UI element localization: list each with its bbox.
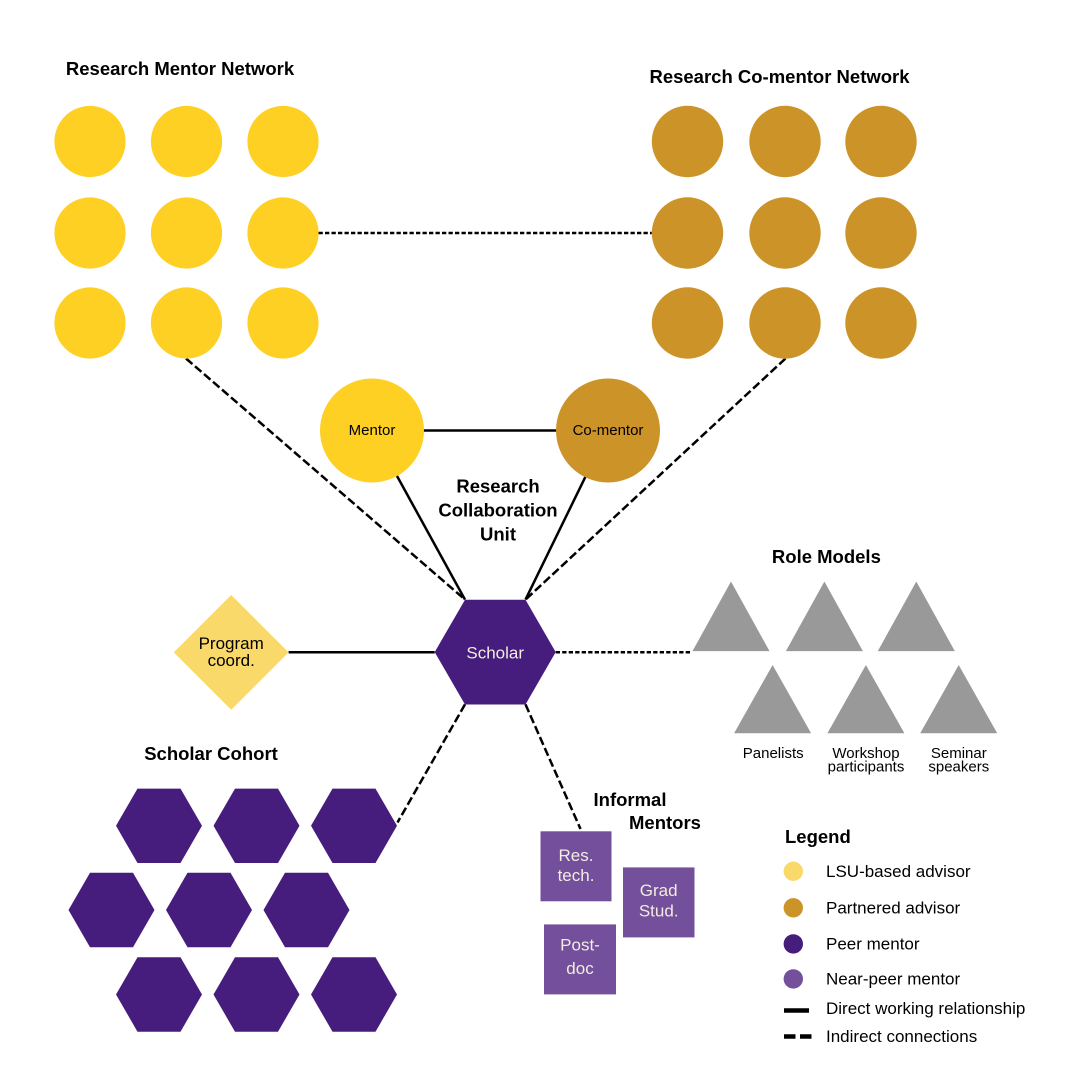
svg-text:speakers: speakers [928, 759, 989, 776]
svg-text:coord.: coord. [208, 651, 255, 670]
svg-text:Peer mentor: Peer mentor [826, 934, 920, 953]
svg-text:Collaboration: Collaboration [438, 500, 557, 521]
svg-text:Mentor: Mentor [349, 422, 396, 439]
svg-text:Near-peer mentor: Near-peer mentor [826, 969, 961, 988]
svg-text:Informal: Informal [594, 789, 667, 810]
svg-text:Co-mentor: Co-mentor [573, 422, 644, 439]
svg-text:Direct working relationship: Direct working relationship [826, 999, 1025, 1018]
svg-text:Research Co-mentor Network: Research Co-mentor Network [649, 66, 910, 87]
svg-text:Res.: Res. [559, 846, 594, 865]
svg-text:Mentors: Mentors [629, 812, 701, 833]
svg-text:Research: Research [456, 476, 539, 497]
svg-text:Scholar: Scholar [466, 644, 524, 663]
svg-text:Program: Program [199, 634, 264, 653]
svg-text:Research Mentor Network: Research Mentor Network [66, 58, 295, 79]
svg-text:Panelists: Panelists [743, 745, 804, 762]
svg-text:Partnered advisor: Partnered advisor [826, 898, 961, 917]
svg-text:tech.: tech. [558, 866, 595, 885]
svg-text:Grad: Grad [640, 881, 678, 900]
svg-text:doc: doc [566, 959, 594, 978]
svg-text:Stud.: Stud. [639, 901, 679, 920]
svg-text:LSU-based advisor: LSU-based advisor [826, 862, 971, 881]
svg-text:Unit: Unit [480, 524, 516, 545]
svg-text:Seminar: Seminar [931, 745, 987, 762]
svg-text:Scholar Cohort: Scholar Cohort [144, 743, 278, 764]
svg-text:participants: participants [828, 759, 905, 776]
svg-text:Indirect connections: Indirect connections [826, 1027, 977, 1046]
svg-text:Post-: Post- [560, 936, 600, 955]
svg-text:Role Models: Role Models [772, 546, 881, 567]
svg-text:Workshop: Workshop [832, 745, 899, 762]
svg-text:Legend: Legend [785, 826, 851, 847]
